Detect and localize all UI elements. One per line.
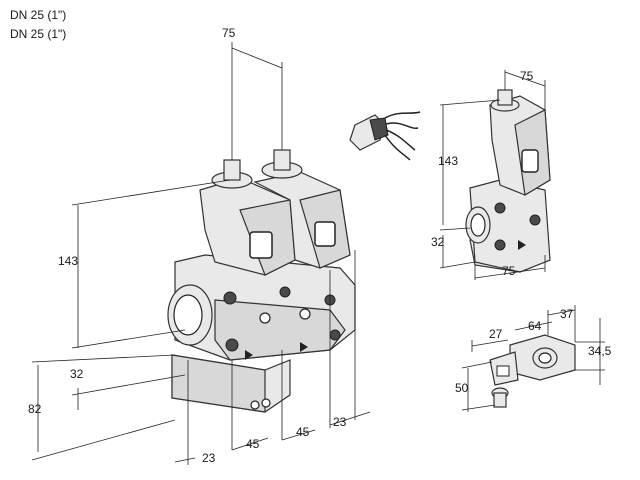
header-line-1: DN 25 (1") bbox=[10, 8, 67, 22]
dim-75-line bbox=[231, 47, 283, 69]
dim-label-32: 32 bbox=[70, 367, 84, 381]
main-bolt-5 bbox=[329, 329, 341, 341]
main-inlet-port bbox=[173, 294, 203, 336]
dim-23r-line bbox=[329, 411, 371, 426]
side-bolt-1 bbox=[494, 202, 506, 214]
aux-dim-label-27: 27 bbox=[489, 327, 503, 341]
main-coil-left-plug bbox=[249, 231, 273, 259]
main-bolt-2 bbox=[225, 338, 239, 352]
side-dim-75-line bbox=[504, 71, 546, 87]
cable-wire-3 bbox=[385, 129, 416, 151]
cable-plug-ring bbox=[369, 117, 389, 141]
aux-dim-64-line bbox=[514, 321, 553, 331]
aux-dim-37-line bbox=[547, 309, 576, 316]
main-flow-arrow-2 bbox=[300, 342, 308, 352]
aux-dim-label-34-5: 34,5 bbox=[588, 344, 612, 358]
aux-switch bbox=[489, 334, 576, 408]
main-lower-port-1 bbox=[250, 400, 260, 410]
dim-label-75: 75 bbox=[222, 26, 236, 40]
cable-wire-2 bbox=[385, 122, 419, 129]
aux-dim-27-line bbox=[471, 339, 509, 347]
main-bolt-1 bbox=[223, 291, 237, 305]
side-bolt-3 bbox=[494, 239, 506, 251]
aux-dimensions: 27 64 37 34,5 50 bbox=[455, 305, 612, 412]
dim-23l-line bbox=[174, 457, 196, 463]
side-inlet-port bbox=[470, 213, 486, 237]
dim-82-ext-top bbox=[31, 354, 176, 363]
side-dim-75b-line bbox=[474, 267, 546, 279]
main-port-2 bbox=[299, 308, 311, 320]
side-flow-arrow bbox=[518, 240, 526, 250]
main-lower-port-2 bbox=[261, 398, 271, 408]
main-dimensions: 75 143 32 82 23 45 45 bbox=[28, 26, 371, 465]
side-coil-plug bbox=[521, 149, 539, 173]
side-dimensions: 75 143 32 75 bbox=[431, 69, 546, 280]
header-line-2: DN 25 (1") bbox=[10, 27, 67, 41]
dim-143-ext-bot bbox=[71, 329, 186, 349]
dim-32-ext bbox=[71, 374, 186, 396]
main-bolt-3 bbox=[279, 286, 291, 298]
dim-label-45b: 45 bbox=[296, 425, 310, 439]
dim-label-23-left: 23 bbox=[202, 451, 216, 465]
main-flow-arrow-1 bbox=[245, 350, 253, 360]
aux-dim-label-64: 64 bbox=[528, 319, 542, 333]
cable-wire-1 bbox=[384, 111, 421, 119]
side-dim-label-143: 143 bbox=[438, 154, 458, 168]
side-dim-label-75-top: 75 bbox=[520, 69, 534, 83]
side-dim-143-ext-b bbox=[439, 227, 471, 231]
dim-label-143: 143 bbox=[58, 254, 78, 268]
side-dim-32-ext bbox=[439, 261, 476, 269]
cable-connector bbox=[349, 111, 421, 161]
aux-switch-dial-center bbox=[538, 352, 552, 364]
side-dim-label-75-bottom: 75 bbox=[502, 264, 516, 278]
side-valve bbox=[465, 89, 551, 273]
main-coil-right-plug bbox=[314, 221, 336, 247]
aux-dim-label-50: 50 bbox=[455, 381, 469, 395]
dim-45a-line bbox=[231, 437, 269, 451]
main-knob-right bbox=[273, 149, 291, 171]
dim-82-ext-bot bbox=[31, 419, 176, 461]
main-lower-housing-front bbox=[171, 354, 266, 413]
dim-45b-line bbox=[281, 429, 316, 441]
aux-dim-50-ext-b bbox=[461, 404, 496, 411]
main-port-1 bbox=[259, 312, 271, 324]
dim-143-ext-top bbox=[71, 179, 231, 206]
aux-gland-nut bbox=[493, 392, 507, 408]
aux-dim-50-ext-t bbox=[461, 361, 493, 369]
dim-label-45a: 45 bbox=[246, 437, 260, 451]
side-dim-143-ext-t bbox=[439, 99, 501, 106]
aux-plug-label bbox=[496, 365, 510, 377]
dim-label-82: 82 bbox=[28, 402, 42, 416]
dim-label-23-right: 23 bbox=[333, 415, 347, 429]
side-knob bbox=[497, 89, 513, 106]
side-dim-label-32: 32 bbox=[431, 235, 445, 249]
cable-wire-4 bbox=[384, 134, 411, 161]
aux-dim-label-37: 37 bbox=[560, 307, 574, 321]
main-valve-assembly bbox=[167, 149, 356, 413]
main-knob-left bbox=[223, 159, 241, 181]
side-bolt-2 bbox=[529, 214, 541, 226]
